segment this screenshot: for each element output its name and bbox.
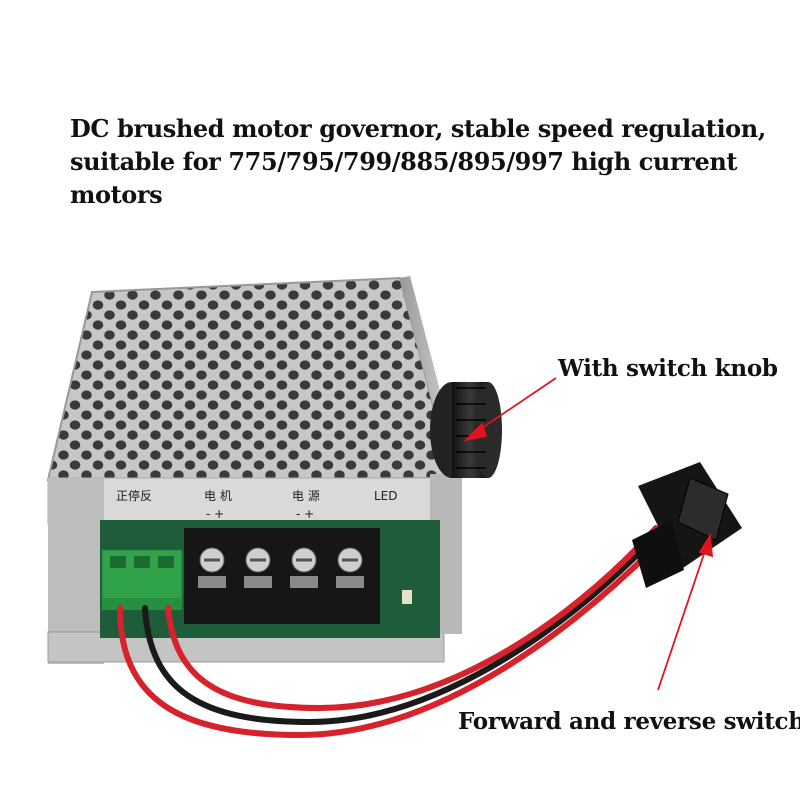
label-led: LED [374,489,398,503]
callout-arrows [463,377,714,691]
case-top-perforated [46,276,454,482]
case-front-labels: 正停反 电 机 - + 电 源 - + LED [116,488,398,521]
headline-line-3: motors [70,180,163,209]
callout-switch-knob: With switch knob [558,355,778,382]
label-power-polarity: - + [296,507,314,521]
label-motor: 电 机 [204,489,232,503]
label-direction: 正停反 [116,488,152,503]
switch-arrow [657,547,707,691]
speed-knob-icon [430,382,502,478]
headline-line-2: suitable for 775/795/799/885/895/997 hig… [70,147,738,176]
headline-line-1: DC brushed motor governor, stable speed … [70,114,766,143]
screw-terminal-block [184,528,380,624]
headline-text: DC brushed motor governor, stable speed … [70,112,770,211]
callout-forward-reverse-switch: Forward and reverse switch [458,708,800,735]
green-terminal-block [101,549,183,610]
label-power: 电 源 [292,489,320,503]
case-front-face [47,477,455,525]
led-indicator [402,590,412,604]
knob-arrow [475,377,557,433]
label-motor-polarity: - + [206,507,224,521]
rocker-switch-icon [632,462,742,588]
wire-harness [117,525,659,739]
